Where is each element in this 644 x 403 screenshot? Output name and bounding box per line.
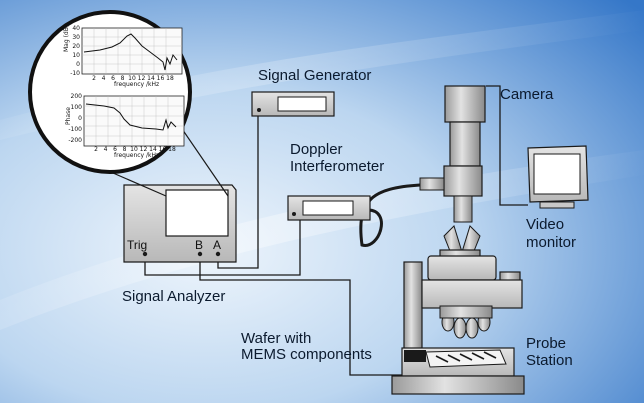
tick-label: 12 — [140, 146, 148, 153]
light-streak — [0, 10, 644, 140]
fiber-cable — [359, 183, 421, 247]
tick-label: 14 — [147, 75, 155, 82]
station-label: Station — [526, 352, 573, 369]
tick-label: 18 — [168, 146, 176, 153]
tick-label: 100 — [71, 104, 83, 111]
tick-label: 2 — [94, 146, 98, 153]
top-plot-xlabel: frequency /kHz — [114, 81, 159, 88]
tick-label: 6 — [111, 75, 115, 82]
magnifier-callout — [28, 10, 229, 197]
top-plot-y-ticks: 40 30 20 10 0 -10 — [70, 25, 80, 77]
tick-label: 4 — [104, 146, 108, 153]
doppler-interferometer — [287, 195, 371, 221]
video-monitor — [527, 145, 589, 209]
port-a-label: A — [213, 238, 221, 252]
top-plot-ylabel: Mag (dB) — [63, 25, 70, 52]
bottom-plot-ylabel: Phase — [65, 107, 72, 125]
port-trig-label: Trig — [127, 238, 147, 252]
tick-label: 18 — [166, 75, 174, 82]
signal-generator — [251, 91, 335, 117]
doppler-label: Doppler — [290, 141, 343, 158]
bottom-plot-xlabel: frequency /kHz — [114, 152, 159, 159]
tick-label: 4 — [102, 75, 106, 82]
tick-label: -10 — [70, 70, 80, 77]
wafer-with-label: Wafer with — [241, 330, 312, 347]
signal-wiring — [144, 85, 528, 376]
probe-station — [391, 85, 525, 395]
tick-label: 10 — [128, 75, 136, 82]
tick-label: 6 — [113, 146, 117, 153]
tick-label: 16 — [159, 146, 167, 153]
tick-label: 10 — [130, 146, 138, 153]
tick-label: -100 — [68, 126, 82, 133]
tick-label: 30 — [72, 34, 80, 41]
tick-label: -200 — [68, 137, 82, 144]
monitor-label: monitor — [526, 234, 577, 251]
interferometer-label: Interferometer — [290, 158, 385, 175]
tick-label: 10 — [72, 52, 80, 59]
light-streak — [0, 150, 644, 330]
bottom-plot-y-ticks: 200 100 0 -100 -200 — [68, 93, 82, 144]
wafer — [425, 349, 507, 368]
tick-label: 0 — [78, 115, 82, 122]
mems-components-label: MEMS components — [241, 346, 372, 363]
tick-label: 20 — [72, 43, 80, 50]
tick-label: 2 — [92, 75, 96, 82]
tick-label: 12 — [138, 75, 146, 82]
signal-analyzer-label: Signal Analyzer — [122, 288, 226, 305]
tick-label: 8 — [123, 146, 127, 153]
video-label: Video — [526, 216, 565, 233]
signal-generator-label: Signal Generator — [258, 67, 372, 84]
tick-label: 8 — [121, 75, 125, 82]
tick-label: 16 — [157, 75, 165, 82]
port-b-label: B — [195, 238, 203, 252]
camera — [444, 85, 486, 123]
tick-label: 40 — [72, 25, 80, 32]
signal-analyzer — [123, 184, 237, 263]
probe-label: Probe — [526, 335, 567, 352]
tick-label: 14 — [149, 146, 157, 153]
tick-label: 0 — [76, 61, 80, 68]
tick-label: 200 — [71, 93, 83, 100]
camera-label: Camera — [500, 86, 554, 103]
